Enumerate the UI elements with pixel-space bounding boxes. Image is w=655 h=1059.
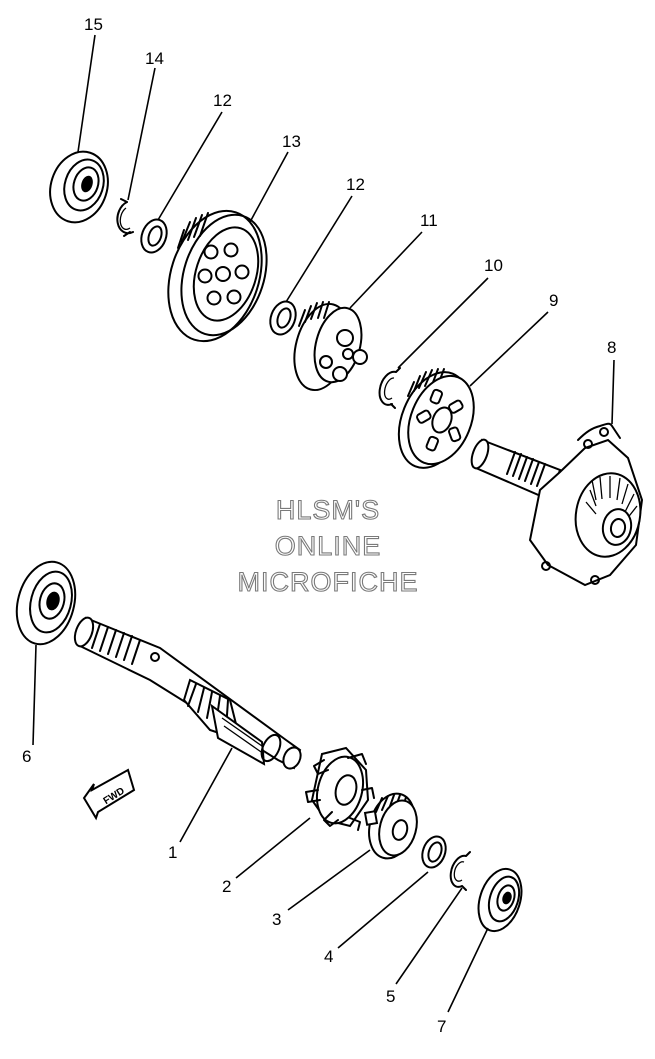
part-3-gear [363, 792, 418, 860]
part-5-circlip [449, 851, 471, 891]
leader-14 [127, 67, 156, 201]
fwd-arrow-icon: FWD [82, 768, 136, 821]
callout-12-upper: 12 [213, 91, 232, 110]
leader-6 [32, 644, 37, 746]
leader-7 [447, 927, 489, 1013]
callout-5: 5 [386, 987, 395, 1006]
part-4-washer [421, 835, 447, 869]
leader-4 [337, 871, 429, 949]
leader-2 [235, 817, 311, 879]
leader-15 [77, 34, 96, 153]
leader-8 [611, 359, 615, 425]
callout-2: 2 [222, 877, 231, 896]
watermark-line-2: ONLINE [275, 531, 382, 561]
callout-11: 11 [420, 211, 438, 230]
watermark-line-3: MICROFICHE [238, 567, 419, 597]
callout-10: 10 [484, 256, 503, 275]
callout-9: 9 [549, 291, 558, 310]
leader-13 [249, 151, 289, 223]
part-12-washer-lower [269, 300, 297, 336]
callout-8: 8 [607, 338, 616, 357]
part-14-circlip [116, 198, 134, 237]
part-13-gear [167, 209, 268, 343]
part-15-bearing [49, 150, 109, 224]
part-10-circlip [378, 367, 401, 409]
leader-1 [179, 747, 233, 843]
callout-3: 3 [272, 910, 281, 929]
callout-15: 15 [84, 15, 103, 34]
part-8-output-shaft [470, 422, 644, 587]
part-1-main-shaft [73, 616, 302, 770]
callout-12-lower: 12 [346, 175, 365, 194]
part-9-slotted-gear [397, 368, 475, 469]
watermark: HLSM'S ONLINE MICROFICHE [237, 494, 419, 597]
leader-9 [469, 311, 549, 387]
leader-10 [397, 277, 489, 369]
part-7-bearing [477, 867, 523, 933]
callout-6: 6 [22, 747, 31, 766]
part-11-clutch-hub [293, 301, 368, 392]
leader-3 [287, 849, 371, 911]
leader-11 [349, 231, 423, 309]
leader-12-upper [157, 111, 223, 221]
leader-5 [395, 887, 463, 985]
callout-14: 14 [145, 49, 164, 68]
callout-13: 13 [282, 132, 301, 151]
callout-4: 4 [324, 947, 333, 966]
leader-lines [32, 34, 615, 1013]
callout-numbers: 15 14 12 13 12 11 10 9 8 6 1 2 3 4 5 7 [22, 15, 616, 1036]
watermark-line-1: HLSM'S [276, 495, 380, 525]
part-6-bearing [15, 560, 77, 646]
callout-1: 1 [168, 843, 177, 862]
leader-12-lower [285, 195, 353, 303]
callout-7: 7 [437, 1017, 446, 1036]
part-12-washer-upper [140, 218, 168, 254]
part-2-dog-clutch [305, 746, 375, 831]
